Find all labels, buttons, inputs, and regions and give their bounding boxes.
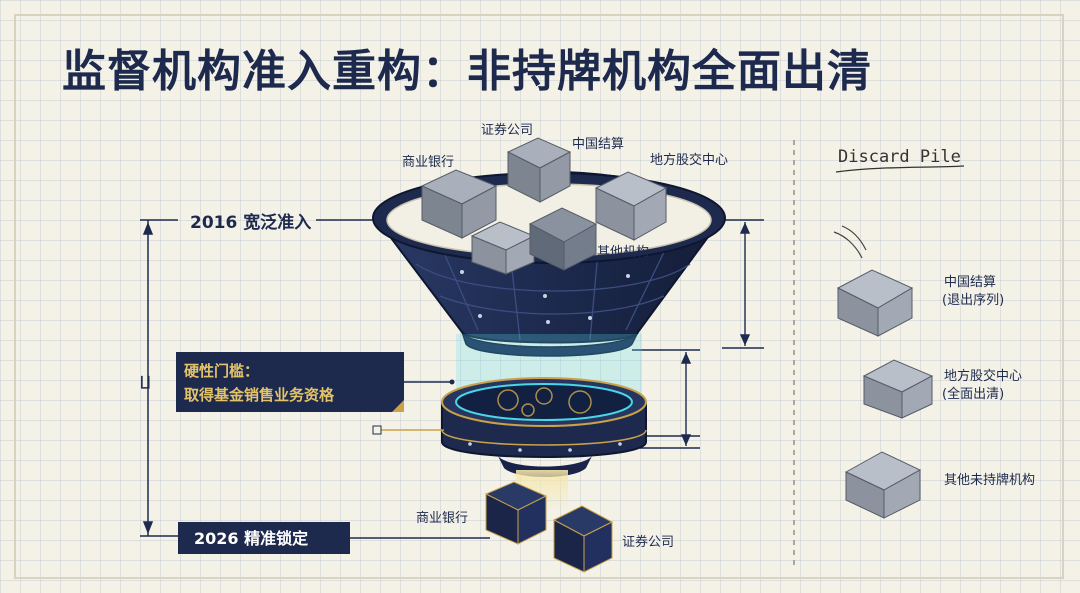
threshold-line1: 硬性门槛： xyxy=(184,362,259,380)
filter-disk xyxy=(441,377,647,477)
funnel-cube-label-other: 其他机构 xyxy=(597,245,649,260)
output-label-bank: 商业银行 xyxy=(416,511,468,526)
threshold-line2: 取得基金销售业务资格 xyxy=(184,386,335,404)
output-label-securities: 证券公司 xyxy=(622,534,674,550)
right-dimension-lines xyxy=(632,219,764,449)
discard-cube-2 xyxy=(862,359,934,419)
funnel-cube-label-bank: 商业银行 xyxy=(402,155,454,170)
funnel-cube-label-local-exchange: 地方股交中心 xyxy=(650,152,728,168)
discard-item-1-line2: (退出序列) xyxy=(942,293,1004,308)
cube-securities xyxy=(506,137,572,203)
discard-title: Discard Pile xyxy=(838,147,961,167)
page-title: 监督机构准入重构：非持牌机构全面出清 xyxy=(62,46,872,97)
funnel-cubes xyxy=(420,137,668,275)
threshold-leader-dot xyxy=(449,379,455,385)
cube-other xyxy=(528,207,598,271)
discard-underline xyxy=(835,165,965,173)
cube-front-left xyxy=(470,221,536,275)
funnel-cube-label-securities: 证券公司 xyxy=(481,122,533,138)
discard-cube-3 xyxy=(844,451,922,519)
motion-lines xyxy=(833,225,867,259)
threshold-badge xyxy=(176,352,404,412)
bottom-label: 2026 精准锁定 xyxy=(194,529,308,548)
side-mark: ∐ xyxy=(140,374,151,390)
discard-item-2-line1: 地方股交中心 xyxy=(944,368,1022,384)
left-dimension-line xyxy=(140,219,178,537)
top-label: 2016 宽泛准入 xyxy=(190,212,311,233)
output-cube-securities xyxy=(552,505,614,573)
funnel-cube-label-clearing: 中国结算 xyxy=(572,137,624,152)
discard-item-3-line1: 其他未持牌机构 xyxy=(944,472,1035,488)
bottom-badge xyxy=(178,522,490,554)
disk-marker xyxy=(372,425,382,435)
cube-commercial-bank xyxy=(420,169,498,239)
cube-clearing xyxy=(594,171,668,241)
discard-item-1-line1: 中国结算 xyxy=(944,275,996,290)
output-cube-bank xyxy=(484,481,548,545)
page-frame xyxy=(14,14,1064,579)
discard-item-2-line2: (全面出清) xyxy=(942,386,1004,402)
discard-cube-1 xyxy=(836,269,914,337)
